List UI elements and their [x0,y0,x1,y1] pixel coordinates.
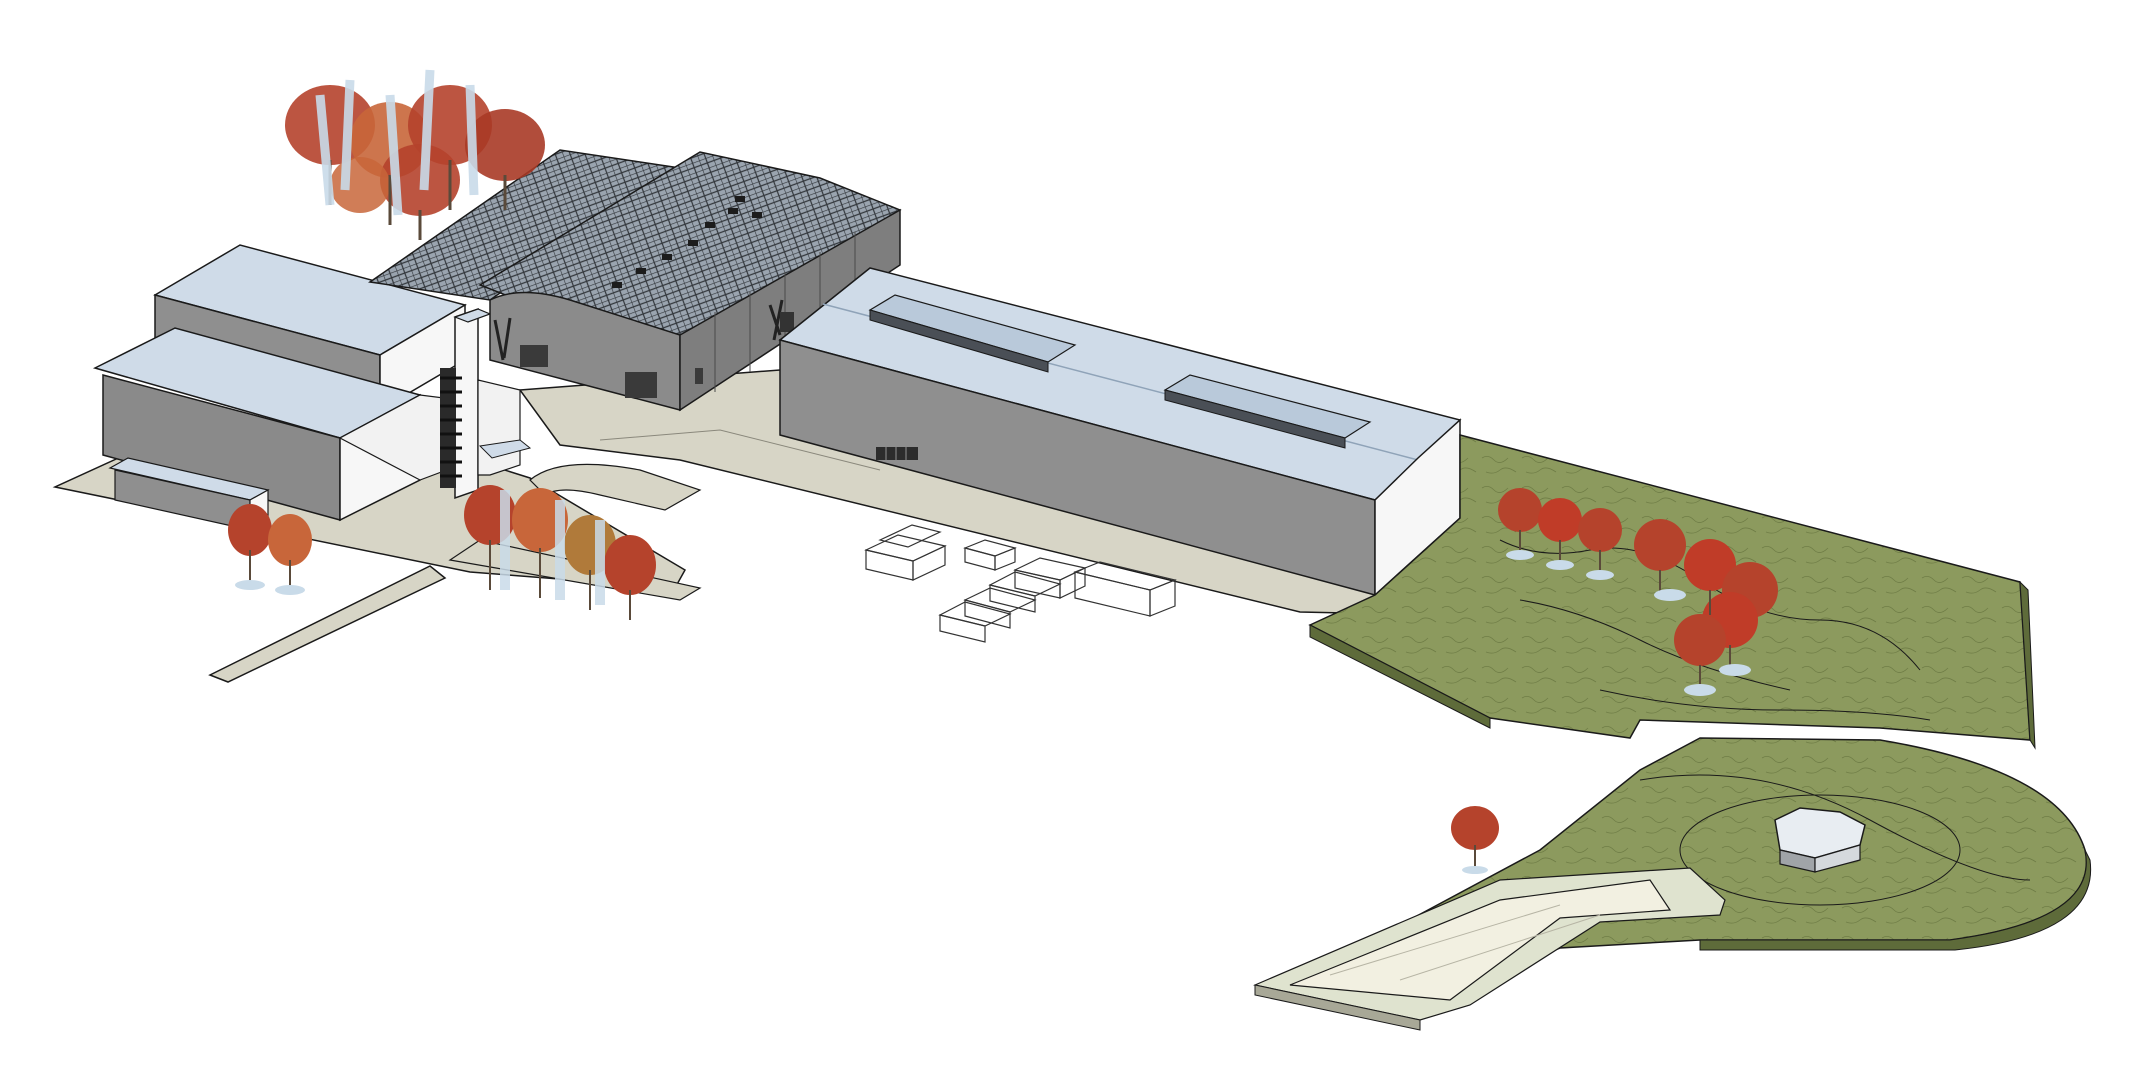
tree-cluster-northwest [285,69,545,240]
building-west-block [92,244,532,532]
tree-cluster-strip [464,485,656,620]
building-tiled-roof-hangars [368,149,902,412]
container-group-3 [938,557,1087,643]
tree-pair-west [228,504,312,595]
wireframe-box-icon [864,524,1177,643]
container-group-1 [864,524,947,581]
container-group-4 [1073,561,1177,617]
tree-row-east [1498,488,1778,696]
pavilion-structure [1774,807,1866,873]
roof-skylights [612,196,762,288]
lawn-east-terrace [1308,434,2036,750]
fire-stair-icon [440,368,462,488]
shed-windows [876,447,918,460]
deciduous-tree-icon [228,69,1778,874]
tree-single-south [1451,806,1499,874]
container-group-2 [963,539,1017,571]
building-long-shed [778,267,1462,597]
south-plaza [1253,867,1726,1031]
